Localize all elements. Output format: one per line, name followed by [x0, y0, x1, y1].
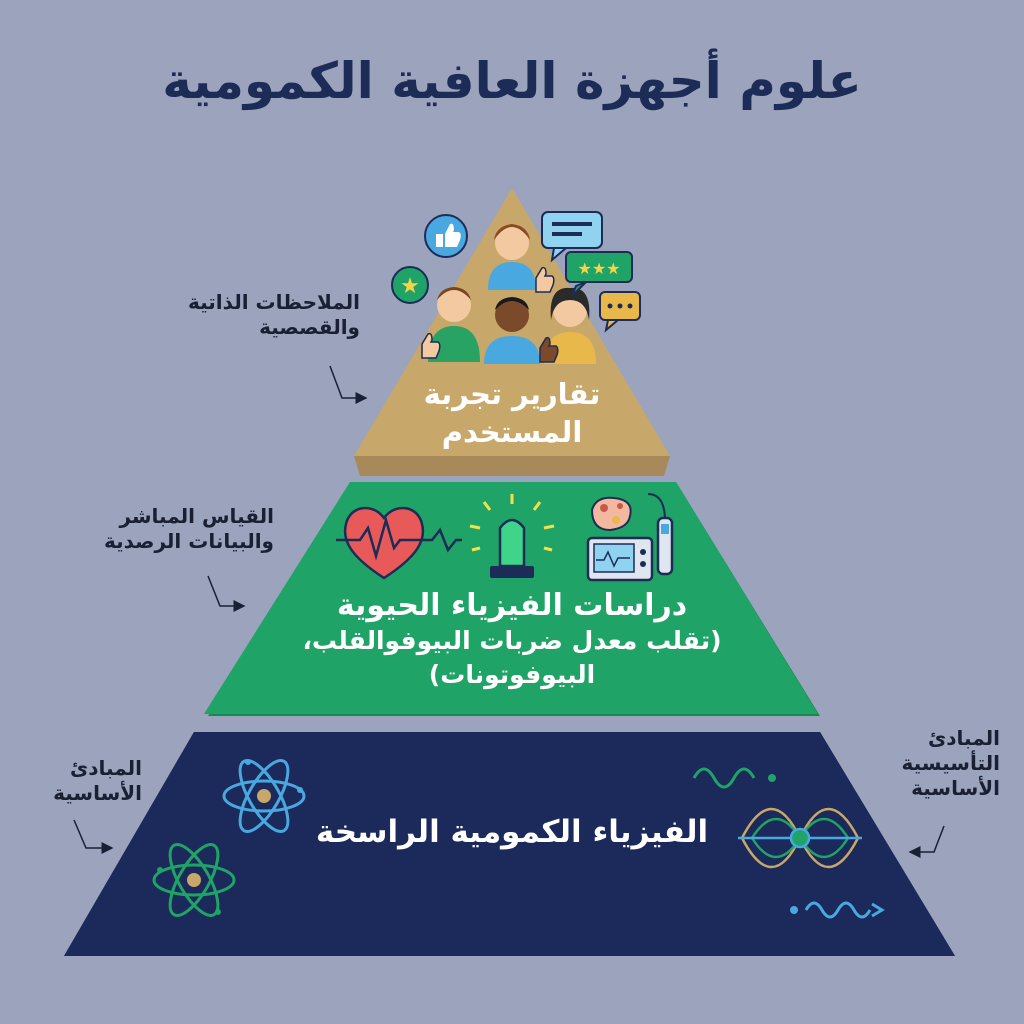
- thumbs-up-icon: [535, 266, 555, 293]
- note-middle-line2: والبيانات الرصدية: [103, 529, 274, 553]
- wave-icon: [790, 901, 885, 919]
- note-arrow: [207, 575, 246, 612]
- pyramid-layer-bottom: [64, 732, 955, 956]
- lab-monitor-icon: [586, 493, 674, 582]
- thumbs-up-icon: [424, 214, 468, 258]
- svg-text:★★★: ★★★: [577, 259, 620, 278]
- atom-icon: [152, 843, 236, 917]
- person-icon: [428, 287, 480, 362]
- star-rating-icon: ★★★: [565, 251, 633, 297]
- wave-icon: [692, 767, 776, 789]
- person-icon: [484, 297, 540, 364]
- person-icon: [488, 224, 536, 290]
- svg-text:★: ★: [400, 274, 420, 299]
- thumbs-up-icon: [421, 332, 441, 359]
- glowing-crystal-icon: [469, 494, 555, 578]
- layer-label-top: تقارير تجربة المستخدم: [372, 376, 652, 451]
- note-arrow: [908, 825, 945, 858]
- note-bottom-left-line2: الأساسية: [53, 781, 142, 805]
- note-top: الملاحظات الذاتية والقصصية: [150, 290, 360, 340]
- person-icon: [544, 287, 596, 364]
- star-bubble-icon: ★: [391, 266, 429, 304]
- layer-label-middle-line1: دراسات الفيزياء الحيوية: [336, 588, 688, 623]
- note-bottom-left-line1: المبادئ: [69, 756, 142, 780]
- speech-bubble-icon: [541, 211, 603, 263]
- note-bottom-right: المبادئ التأسيسية الأساسية: [870, 726, 1000, 801]
- note-top-line1: الملاحظات الذاتية: [187, 290, 360, 314]
- layer-label-middle-line2: (تقلب معدل ضربات البيوفوالقلب،: [302, 626, 722, 655]
- note-arrow: [73, 819, 114, 854]
- layer-label-middle-line3: البيوفوتونات): [428, 659, 596, 689]
- note-middle: القياس المباشر والبيانات الرصدية: [44, 504, 274, 554]
- layer-label-bottom: الفيزياء الكمومية الراسخة: [315, 814, 709, 850]
- layer-label-top-line2: المستخدم: [441, 414, 583, 449]
- layer-label-middle: دراسات الفيزياء الحيوية (تقلب معدل ضربات…: [262, 588, 762, 692]
- note-middle-line1: القياس المباشر: [119, 504, 274, 528]
- note-bottom-left: المبادئ الأساسية: [22, 756, 142, 806]
- thumbs-up-icon: [539, 336, 559, 363]
- note-arrow: [329, 365, 368, 404]
- wave-icon: [738, 807, 862, 869]
- note-bottom-right-line1: المبادئ: [927, 726, 1000, 750]
- note-bottom-right-line3: الأساسية: [911, 776, 1000, 800]
- heart-ecg-icon: [336, 506, 462, 580]
- ellipsis-bubble-icon: [599, 291, 641, 333]
- page-title: علوم أجهزة العافية الكمومية: [162, 52, 862, 110]
- note-bottom-right-line2: التأسيسية: [901, 751, 1000, 775]
- layer-label-top-line1: تقارير تجربة: [423, 377, 601, 411]
- atom-icon: [222, 759, 306, 833]
- note-top-line2: والقصصية: [259, 315, 360, 339]
